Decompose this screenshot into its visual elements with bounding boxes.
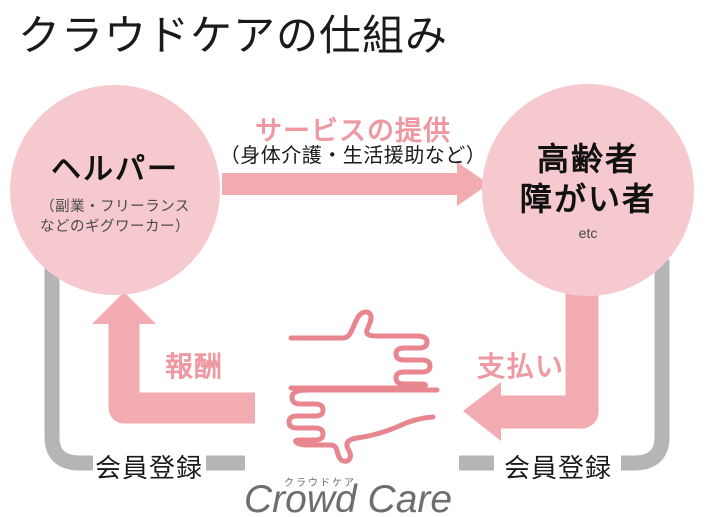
helper-circle: ヘルパー （副業・フリーランス などのギグワーカー） [10, 85, 220, 295]
recipient-heading-line1: 高齢者 [536, 141, 639, 177]
registration-label-left: 会員登録 [95, 453, 204, 483]
registration-line-left [44, 260, 245, 471]
service-flow-label: サービスの提供 [255, 116, 451, 146]
service-flow-sublabel: （身体介護・生活援助など） [219, 145, 487, 167]
logo-wordmark: Crowd Care [244, 478, 453, 517]
reward-arrow [92, 292, 255, 424]
recipient-circle: 高齢者 障がい者 etc [482, 84, 694, 296]
helper-subtitle: （副業・フリーランス などのギグワーカー） [40, 197, 190, 237]
recipient-etc-note: etc [578, 225, 598, 241]
handshake-hands-icon [286, 309, 440, 464]
payment-arrow [463, 290, 599, 441]
page-title: クラウドケアの仕組み [18, 12, 449, 59]
registration-label-right: 会員登録 [504, 453, 613, 483]
logo-kana: クラウドケア [284, 478, 356, 489]
service-arrow [222, 162, 489, 206]
helper-subtitle-line1: （副業・フリーランス [40, 198, 190, 215]
recipient-heading-line2: 障がい者 [519, 181, 656, 217]
registration-line-right [459, 260, 670, 471]
reward-flow-label: 報酬 [165, 351, 224, 382]
helper-heading: ヘルパー [51, 152, 179, 186]
helper-subtitle-line2: などのギグワーカー） [40, 218, 190, 235]
payment-flow-label: 支払い [477, 351, 565, 382]
